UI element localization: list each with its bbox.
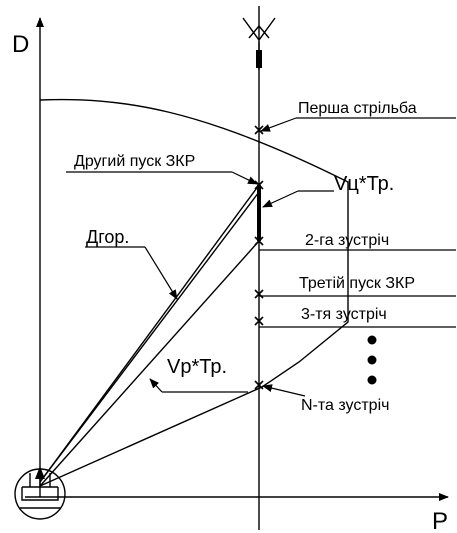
- label-second-launch: Другий пуск ЗКР: [74, 153, 195, 170]
- label-third-meeting: 3-тя зустріч: [301, 306, 387, 323]
- label-second-meeting: 2-га зустріч: [305, 232, 389, 249]
- missile-launcher-icon: [14, 466, 66, 520]
- second-launch-arrow: [231, 171, 258, 185]
- d-hor-arrow: [144, 246, 178, 300]
- vc-tr-arrow: [262, 190, 299, 208]
- label-third-launch: Третій пуск ЗКР: [299, 275, 415, 292]
- marker-first-fire: [254, 125, 264, 135]
- marker-second-meeting: [254, 236, 264, 246]
- kill-zone-boundary: [39, 98, 349, 487]
- event-markers: [254, 125, 264, 390]
- x-axis-label: P: [432, 508, 448, 533]
- label-d-hor: Дгор.: [86, 227, 129, 247]
- marker-nth-meeting: [254, 380, 264, 390]
- vertical-ellipsis-icon: [367, 335, 377, 385]
- first-fire-arrow: [260, 117, 297, 132]
- marker-third-launch: [254, 289, 264, 299]
- label-nth-meeting: N-та зустріч: [301, 397, 389, 414]
- label-vc-tr: Vц*Тр.: [334, 173, 394, 195]
- label-first-fire: Перша стрільба: [298, 100, 417, 117]
- nth-meeting-arrow: [262, 384, 306, 397]
- marker-second-launch: [254, 180, 264, 190]
- vp-tr-arrow: [149, 378, 163, 393]
- marker-third-meeting: [254, 316, 264, 326]
- label-vp-tr: Vр*Тр.: [167, 356, 227, 378]
- engagement-lines: [39, 184, 260, 487]
- y-axis-label: D: [12, 31, 29, 58]
- aircraft-icon: [242, 6, 276, 70]
